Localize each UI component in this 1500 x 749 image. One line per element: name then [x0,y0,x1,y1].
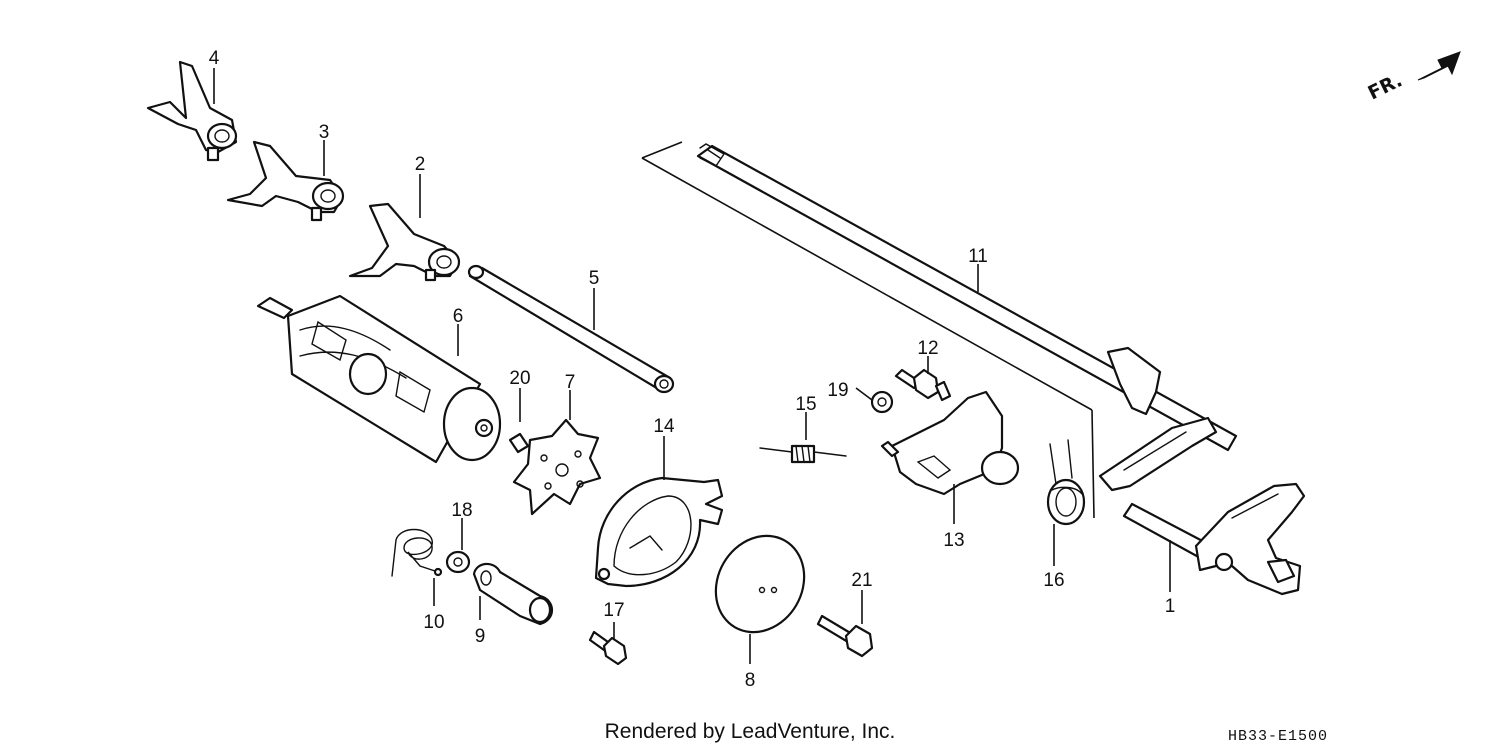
callout-numbers: 4 3 2 5 6 20 7 14 8 18 10 9 11 12 19 15 … [209,48,1176,691]
guide-plate-part-14[interactable] [594,476,724,588]
shift-fork-part-2[interactable] [348,202,461,282]
front-label: FR. [1365,69,1406,104]
callout-18: 18 [451,500,472,521]
gearshift-spindle-part-11[interactable] [696,143,1238,492]
gearshift-plate-part-13[interactable] [880,390,1020,496]
bolt-part-21[interactable] [816,614,874,658]
diagram-code: HB33-E1500 [1228,728,1328,745]
callout-1: 1 [1165,596,1176,617]
assembly-guide-lines [641,141,1095,519]
callout-16: 16 [1043,570,1064,591]
shift-fork-part-4[interactable] [146,60,238,162]
return-spring-part-10[interactable] [391,528,443,577]
callout-3: 3 [319,122,330,143]
callout-8: 8 [745,670,756,691]
shift-fork-part-3[interactable] [226,140,345,222]
callout-6: 6 [453,306,464,327]
shift-arm-part-1[interactable] [1122,482,1306,596]
callout-4: 4 [209,48,220,69]
gasket-part-8[interactable] [699,520,822,649]
fork-shaft-part-5[interactable] [467,264,675,394]
callout-19: 19 [827,380,848,401]
bolt-part-17[interactable] [588,630,628,666]
callout-20: 20 [509,368,530,389]
callout-14: 14 [653,416,675,437]
drum-center-part-7[interactable] [512,418,602,516]
front-arrow-icon [1417,51,1461,81]
callout-7: 7 [565,372,576,393]
callout-13: 13 [943,530,964,551]
spring-part-15[interactable] [759,444,847,464]
front-direction-indicator: FR. [1365,51,1461,104]
callout-2: 2 [415,154,426,175]
callout-21: 21 [851,570,872,591]
callout-5: 5 [589,268,600,289]
torsion-spring-part-16[interactable] [1046,439,1086,526]
callout-17: 17 [603,600,624,621]
shift-drum-bolt-part-12[interactable] [894,368,952,402]
callout-leaders [213,68,1171,664]
render-credit: Rendered by LeadVenture, Inc. [605,720,896,743]
washer-part-19[interactable] [870,390,894,414]
callout-11: 11 [968,246,988,267]
dowel-pin-part-20[interactable] [508,432,530,454]
callout-10: 10 [423,612,444,633]
stopper-arm-part-9[interactable] [472,562,554,626]
callout-15: 15 [795,394,816,415]
washer-part-18[interactable] [445,550,471,574]
callout-12: 12 [917,338,938,359]
gearshift-drum-part-6[interactable] [256,294,502,464]
callout-9: 9 [475,626,486,647]
